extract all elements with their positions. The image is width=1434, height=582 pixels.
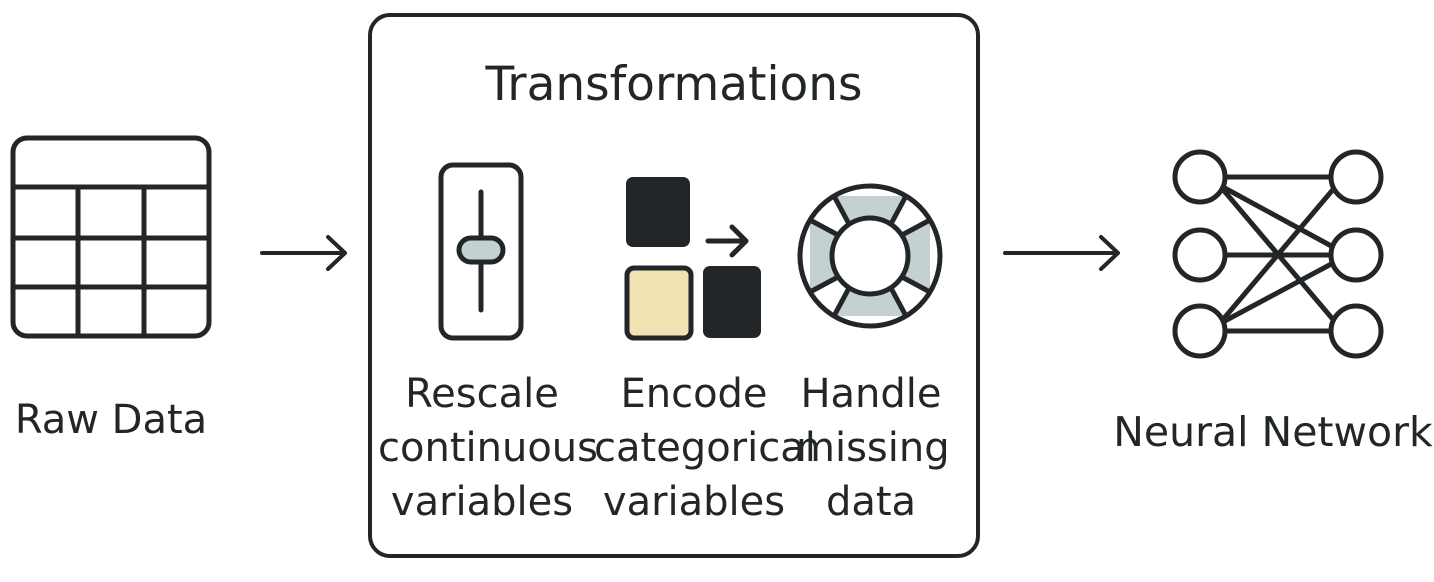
slider-icon (438, 162, 524, 341)
neural-network-icon (1172, 149, 1384, 359)
rescale-line-1: Rescale (405, 371, 559, 417)
missing-line-3: data (825, 479, 917, 525)
neural-network-label-text: Neural Network (1113, 408, 1433, 456)
encode-line-3: variables (602, 479, 786, 525)
rescale-line-2: continuous (378, 425, 598, 471)
raw-data-label: Raw Data (0, 393, 222, 447)
table-icon (10, 135, 212, 339)
rescale-line-3: variables (390, 479, 574, 525)
transformations-box (368, 13, 980, 558)
encode-line-2: categorical (594, 425, 816, 471)
encode-squares-icon (624, 177, 761, 341)
missing-line-1: Handle (800, 371, 942, 417)
lifebuoy-icon (797, 183, 943, 329)
encode-line-1: Encode (620, 371, 768, 417)
rescale-step-label: Rescale continuous variables (378, 367, 598, 529)
encode-step-label: Encode categorical variables (594, 367, 816, 529)
transformations-title-text: Transformations (485, 57, 863, 112)
arrow-transform-to-nn (1003, 235, 1120, 271)
transformations-title: Transformations (370, 54, 978, 116)
raw-data-label-text: Raw Data (14, 397, 208, 443)
missing-line-2: missing (796, 425, 950, 471)
missing-step-label: Handle missing data (796, 367, 950, 529)
arrow-raw-to-transform (260, 235, 347, 271)
neural-network-label: Neural Network (1112, 405, 1434, 459)
